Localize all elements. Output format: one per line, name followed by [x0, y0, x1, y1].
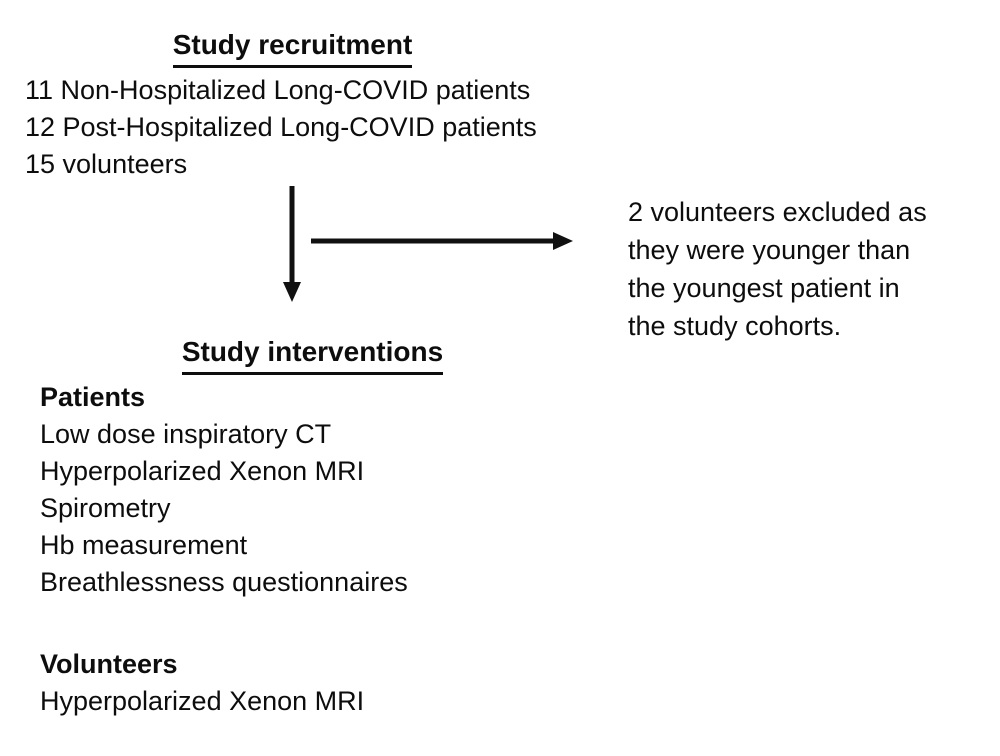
recruitment-heading: Study recruitment: [25, 26, 560, 68]
recruitment-line: 15 volunteers: [25, 149, 188, 179]
recruitment-title: Study recruitment: [172, 26, 413, 68]
exclusion-note: 2 volunteers excluded as they were young…: [628, 193, 998, 345]
recruitment-line: 11 Non-Hospitalized Long-COVID patients: [25, 75, 531, 105]
patients-item: Hb measurement: [40, 530, 248, 560]
recruitment-section: Study recruitment 11 Non-Hospitalized Lo…: [25, 26, 560, 183]
recruitment-lines: 11 Non-Hospitalized Long-COVID patients …: [25, 72, 560, 183]
exclusion-line: the youngest patient in: [628, 273, 900, 303]
patients-item: Low dose inspiratory CT: [40, 419, 332, 449]
volunteers-item: Hyperpolarized Xenon MRI: [40, 686, 365, 716]
right-arrow: [311, 232, 573, 250]
patients-item: Spirometry: [40, 493, 171, 523]
interventions-lines: Patients Low dose inspiratory CT Hyperpo…: [40, 379, 585, 720]
exclusion-line: they were younger than: [628, 235, 911, 265]
volunteers-heading: Volunteers: [40, 649, 178, 679]
exclusion-line: 2 volunteers excluded as: [628, 197, 927, 227]
patients-heading: Patients: [40, 382, 146, 412]
interventions-title: Study interventions: [181, 333, 444, 375]
patients-item: Hyperpolarized Xenon MRI: [40, 456, 365, 486]
recruitment-line: 12 Post-Hospitalized Long-COVID patients: [25, 112, 537, 142]
interventions-section: Study interventions Patients Low dose in…: [40, 333, 585, 720]
exclusion-line: the study cohorts.: [628, 311, 842, 341]
down-arrow: [283, 186, 301, 302]
interventions-heading: Study interventions: [40, 333, 585, 375]
patients-item: Breathlessness questionnaires: [40, 567, 408, 597]
